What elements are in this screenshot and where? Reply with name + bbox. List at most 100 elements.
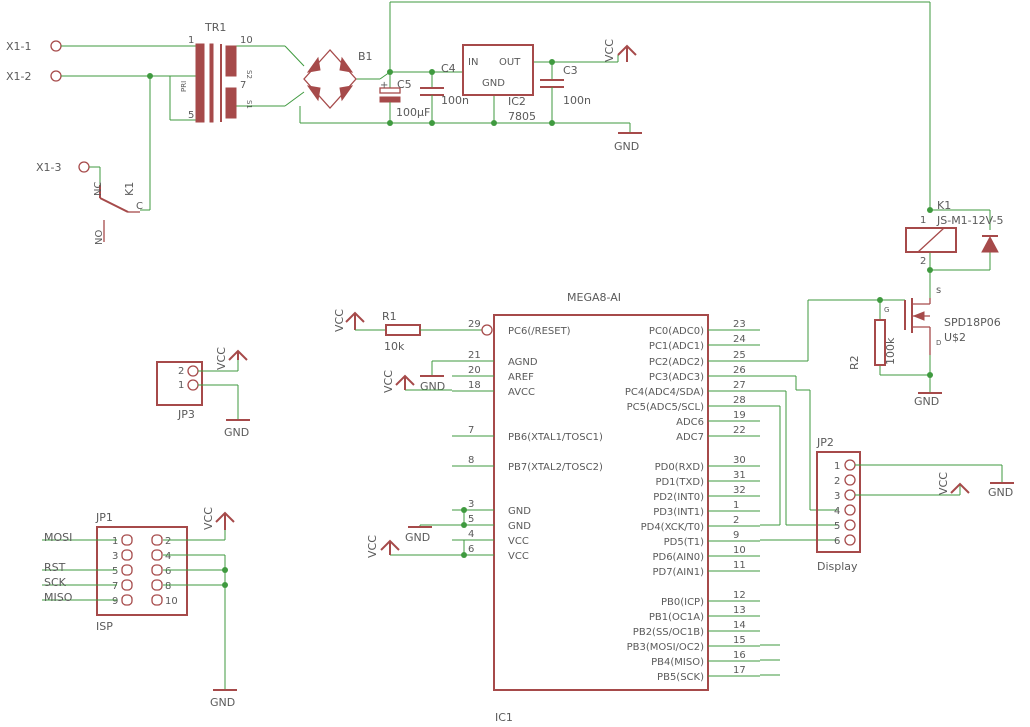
mcu-pin-number: 26: [733, 365, 746, 376]
jp1-pin-5[interactable]: [121, 564, 133, 576]
mcu-name: IC1: [495, 711, 513, 724]
jp1-pin-9[interactable]: [121, 594, 133, 606]
jp1-pin-1[interactable]: [121, 534, 133, 546]
mcu-pin-number: 18: [468, 380, 481, 391]
jp1-pin-label: 6: [165, 566, 171, 577]
jp3-pin2[interactable]: [187, 365, 199, 377]
jp1-pin-10[interactable]: [151, 594, 163, 606]
jp1-pin-label: 4: [165, 551, 171, 562]
jp2-pin-label: 4: [834, 506, 840, 517]
jp2-pin-5[interactable]: [844, 519, 856, 531]
jp2-name: JP2: [816, 436, 834, 449]
mcu-pin-name: ADC6: [676, 417, 704, 428]
mcu-pin-number: 22: [733, 425, 746, 436]
x1-2-terminal[interactable]: [50, 70, 62, 82]
jp3-name: JP3: [177, 408, 195, 421]
jp2-pin-1[interactable]: [844, 459, 856, 471]
mcu-pin-number: 4: [468, 529, 474, 540]
mcu-pin-name: AVCC: [508, 387, 535, 398]
r2-value: 100k: [884, 337, 897, 365]
jp1-pin-label: 3: [112, 551, 118, 562]
mcu-pin-name: PC2(ADC2): [649, 357, 704, 368]
jp1-pin-2[interactable]: [151, 534, 163, 546]
x1-1-terminal[interactable]: [50, 40, 62, 52]
jp2-pin-3[interactable]: [844, 489, 856, 501]
jp1-pin-3[interactable]: [121, 549, 133, 561]
jp1-pin-label: 10: [165, 596, 178, 607]
mcu-pin-name: PD3(INT1): [653, 507, 704, 518]
gnd-label-mosfet: GND: [914, 395, 939, 408]
jp2-pin-4[interactable]: [844, 504, 856, 516]
mcu-pin-number: 5: [468, 514, 474, 525]
mcu-pin-name: PB7(XTAL2/TOSC2): [508, 462, 603, 473]
jp2-pin-2[interactable]: [844, 474, 856, 486]
mcu-right-pins: 23PC0(ADC0)24PC1(ADC1)25PC2(ADC2)26PC3(A…: [625, 319, 760, 683]
gnd-label-jp3: GND: [224, 426, 249, 439]
mosfet-g: G: [884, 306, 889, 314]
jp1-pin-8[interactable]: [151, 579, 163, 591]
power-wires: [61, 1, 991, 393]
mcu-pin-name: PC6(/RESET): [508, 326, 571, 337]
jp3-pin2-label: 2: [178, 366, 184, 377]
jp1-pin-6[interactable]: [151, 564, 163, 576]
jp2-pin-6[interactable]: [844, 534, 856, 546]
mcu-pin-number: 12: [733, 590, 746, 601]
mcu-pin-name: VCC: [508, 536, 529, 547]
jp3-pin1-label: 1: [178, 380, 184, 391]
junctions: [147, 59, 933, 588]
c5-name: C5: [397, 78, 412, 91]
mcu-pin-number: 8: [468, 455, 474, 466]
mcu-pin-number: 31: [733, 470, 746, 481]
mcu-pin-name: PC4(ADC4/SDA): [625, 387, 704, 398]
tr1-s2: S2: [245, 70, 253, 79]
mcu-part: MEGA8-AI: [567, 291, 621, 304]
vcc-label-avcc: VCC: [382, 370, 395, 393]
jp3-pin1[interactable]: [187, 379, 199, 391]
mcu-pin-number: 27: [733, 380, 746, 391]
jp1-pin-4[interactable]: [151, 549, 163, 561]
k1-coil-name: K1: [937, 199, 951, 212]
mcu-pin-name: PD7(AIN1): [652, 567, 704, 578]
x1-3-terminal[interactable]: [78, 161, 90, 173]
mcu-pin-name: GND: [508, 521, 531, 532]
jp1-pin-7[interactable]: [121, 579, 133, 591]
gnd-symbol-mosfet: GND: [914, 392, 942, 408]
vcc-label-r1: VCC: [333, 309, 346, 332]
mcu-pin-number: 10: [733, 545, 746, 556]
mcu-pin-name: PB1(OC1A): [649, 612, 704, 623]
header-jp3: 2 1 JP3 VCC GND: [156, 347, 250, 439]
gnd-label-dgnd: GND: [405, 531, 430, 544]
k1-coil-part: JS-M1-12V-5: [936, 214, 1004, 227]
